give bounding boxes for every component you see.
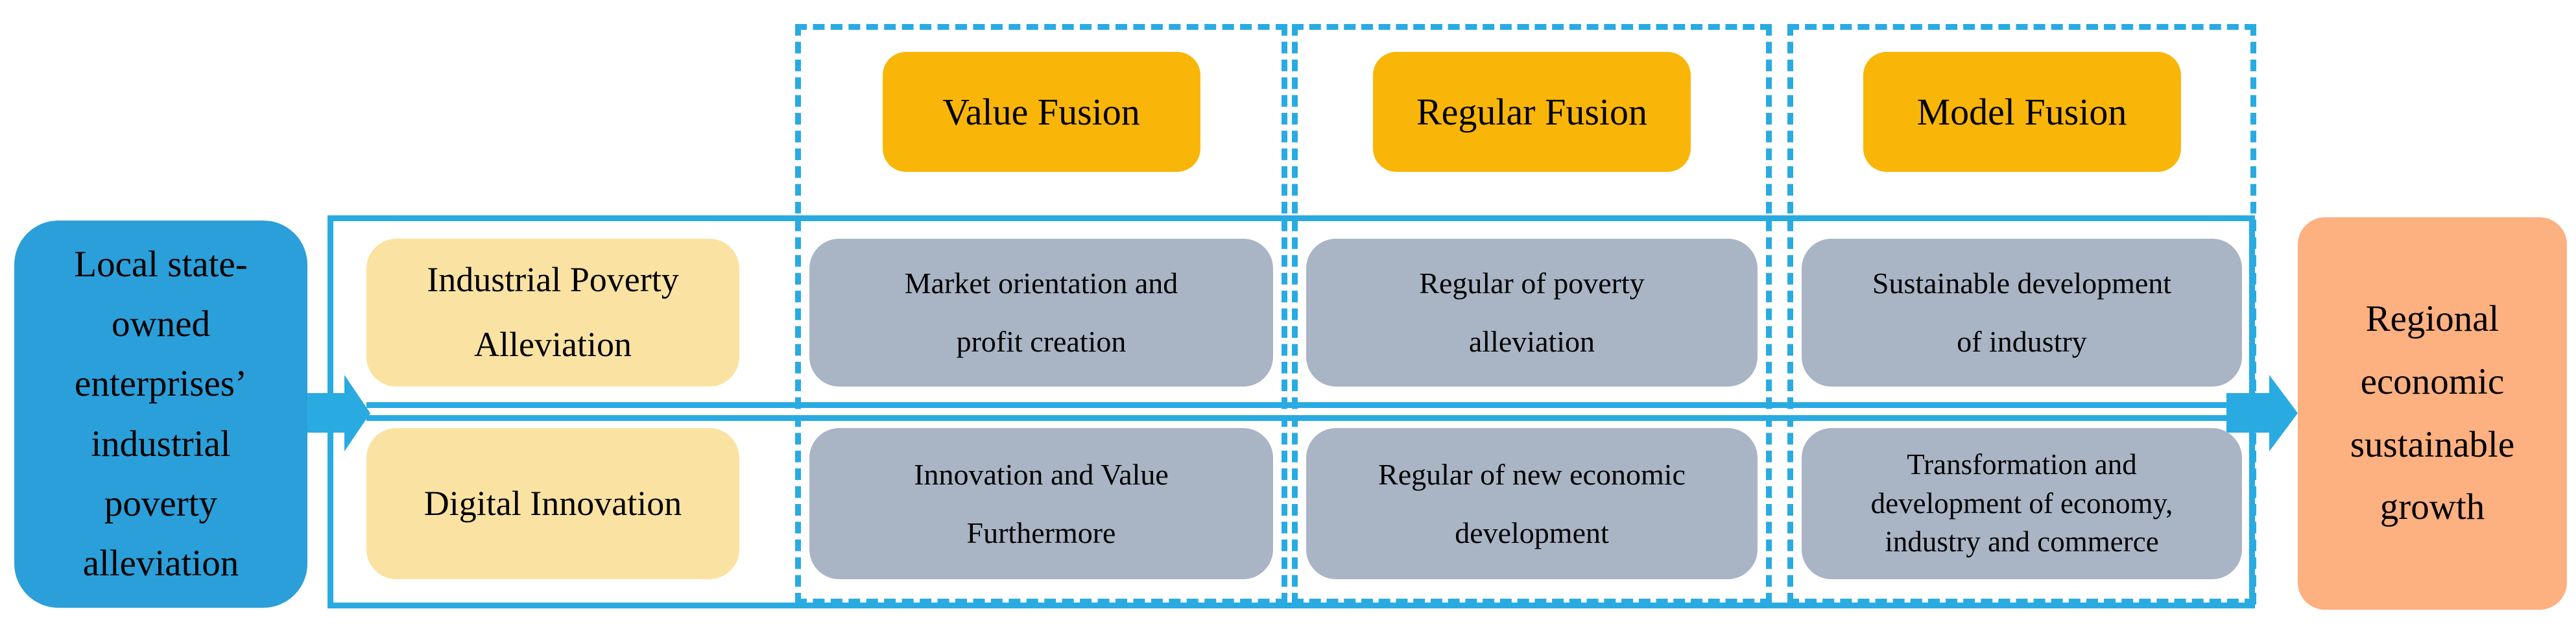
fusion-column-value: Value Fusion Market orientation and prof… xyxy=(795,24,1287,605)
fusion-column-regular: Regular Fusion Regular of poverty allevi… xyxy=(1292,24,1772,605)
flow-arrow-left-shaft xyxy=(305,393,344,433)
flow-arrow-left-head-icon xyxy=(344,375,370,451)
flow-arrow-right-shaft xyxy=(2226,393,2269,433)
source-node: Local state- owned enterprises’ industri… xyxy=(14,221,307,608)
fusion-header-regular: Regular Fusion xyxy=(1373,52,1691,172)
cell-market-orientation: Market orientation and profit creation xyxy=(809,239,1273,387)
cell-transformation-development: Transformation and development of econom… xyxy=(1802,428,2242,579)
source-node-label: Local state- owned enterprises’ industri… xyxy=(74,243,248,584)
cell-label: Innovation and Value Furthermore xyxy=(914,457,1169,549)
cell-label: Regular of poverty alleviation xyxy=(1419,267,1645,358)
cell-innovation-value: Innovation and Value Furthermore xyxy=(809,428,1273,579)
cell-regular-poverty-alleviation: Regular of poverty alleviation xyxy=(1306,239,1758,387)
cell-label: Sustainable development of industry xyxy=(1872,267,2172,358)
cell-regular-new-economic: Regular of new economic development xyxy=(1306,428,1758,579)
cell-label: Regular of new economic development xyxy=(1378,457,1686,549)
target-node: Regional economic sustainable growth xyxy=(2298,217,2567,610)
cell-label: Market orientation and profit creation xyxy=(904,267,1178,358)
cell-label: Transformation and development of econom… xyxy=(1870,448,2173,558)
driver-box-digital-innovation: Digital Innovation xyxy=(366,428,739,579)
cell-sustainable-industry: Sustainable development of industry xyxy=(1802,239,2242,387)
target-node-label: Regional economic sustainable growth xyxy=(2350,298,2515,528)
fusion-header-label: Model Fusion xyxy=(1916,91,2127,133)
fusion-header-value: Value Fusion xyxy=(882,52,1200,172)
flow-arrow-right-head-icon xyxy=(2269,375,2298,451)
fusion-column-model: Model Fusion Sustainable development of … xyxy=(1787,24,2256,605)
fusion-header-model: Model Fusion xyxy=(1863,52,2181,172)
fusion-header-label: Regular Fusion xyxy=(1416,91,1648,133)
fusion-header-label: Value Fusion xyxy=(942,91,1140,133)
driver-label: Digital Innovation xyxy=(423,483,682,523)
driver-label: Industrial Poverty Alleviation xyxy=(427,260,679,364)
driver-box-industrial-poverty-alleviation: Industrial Poverty Alleviation xyxy=(366,239,739,387)
